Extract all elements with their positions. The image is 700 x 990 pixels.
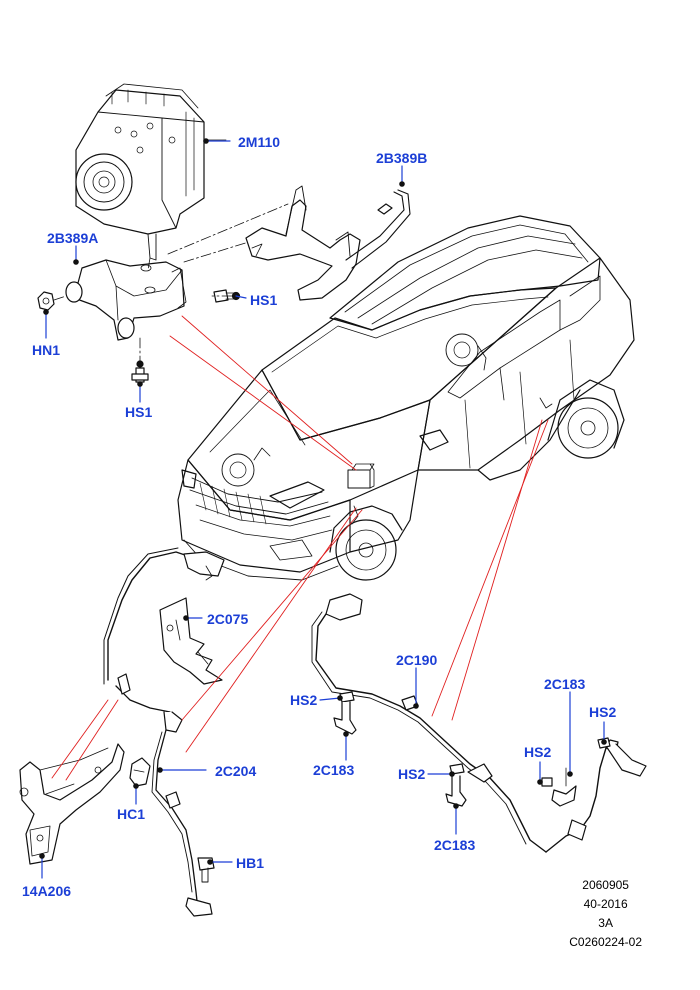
label-2m110[interactable]: 2M110 [238, 134, 281, 150]
reference-line-3: 3A [598, 916, 613, 930]
label-hs1-right[interactable]: HS1 [250, 292, 278, 308]
label-2c190[interactable]: 2C190 [396, 652, 438, 668]
label-2c204[interactable]: 2C204 [215, 763, 257, 779]
reference-line-2: 40-2016 [583, 897, 628, 911]
nut-hn1-part [37, 291, 55, 311]
label-2c075[interactable]: 2C075 [207, 611, 249, 627]
rear-sensor-2c190 [311, 593, 647, 853]
callout-dots [39, 138, 607, 865]
bracket-2b389b [245, 185, 411, 301]
label-hs2-left[interactable]: HS2 [290, 692, 318, 708]
brackets-2c183-parts [333, 691, 611, 807]
bolt-hs1-bottom-part [131, 360, 149, 383]
bracket-2b389a [65, 259, 187, 341]
label-2b389b[interactable]: 2B389B [376, 150, 428, 166]
harness-clip-2c075 [159, 597, 223, 685]
reference-line-1: 2060905 [582, 878, 629, 892]
label-2c183-right[interactable]: 2C183 [544, 676, 586, 692]
abs-module [75, 83, 227, 261]
red-leader-lines [51, 315, 549, 781]
front-sensor-harness [103, 547, 225, 917]
reference-line-4: C0260224-02 [569, 935, 642, 949]
vehicle-outline [177, 215, 635, 581]
label-hn1[interactable]: HN1 [32, 342, 61, 358]
bracket-14a206-part [19, 743, 125, 865]
label-hs2-far-right[interactable]: HS2 [589, 704, 617, 720]
label-2c183-lower[interactable]: 2C183 [434, 837, 476, 853]
label-hb1[interactable]: HB1 [236, 855, 265, 871]
drawing-reference-block: 2060905 40-2016 3A C0260224-02 [569, 876, 642, 952]
label-hs1-bottom[interactable]: HS1 [125, 404, 153, 420]
label-hc1[interactable]: HC1 [117, 806, 146, 822]
clip-hc1-part [129, 757, 151, 787]
label-2b389a[interactable]: 2B389A [47, 230, 99, 246]
bolt-hs1-right-part [213, 289, 241, 303]
callout-leaders [41, 140, 605, 879]
label-hs2-mid[interactable]: HS2 [524, 744, 552, 760]
label-2c183-left[interactable]: 2C183 [313, 762, 355, 778]
label-14a206[interactable]: 14A206 [22, 883, 72, 899]
label-hs2-lower[interactable]: HS2 [398, 766, 426, 782]
